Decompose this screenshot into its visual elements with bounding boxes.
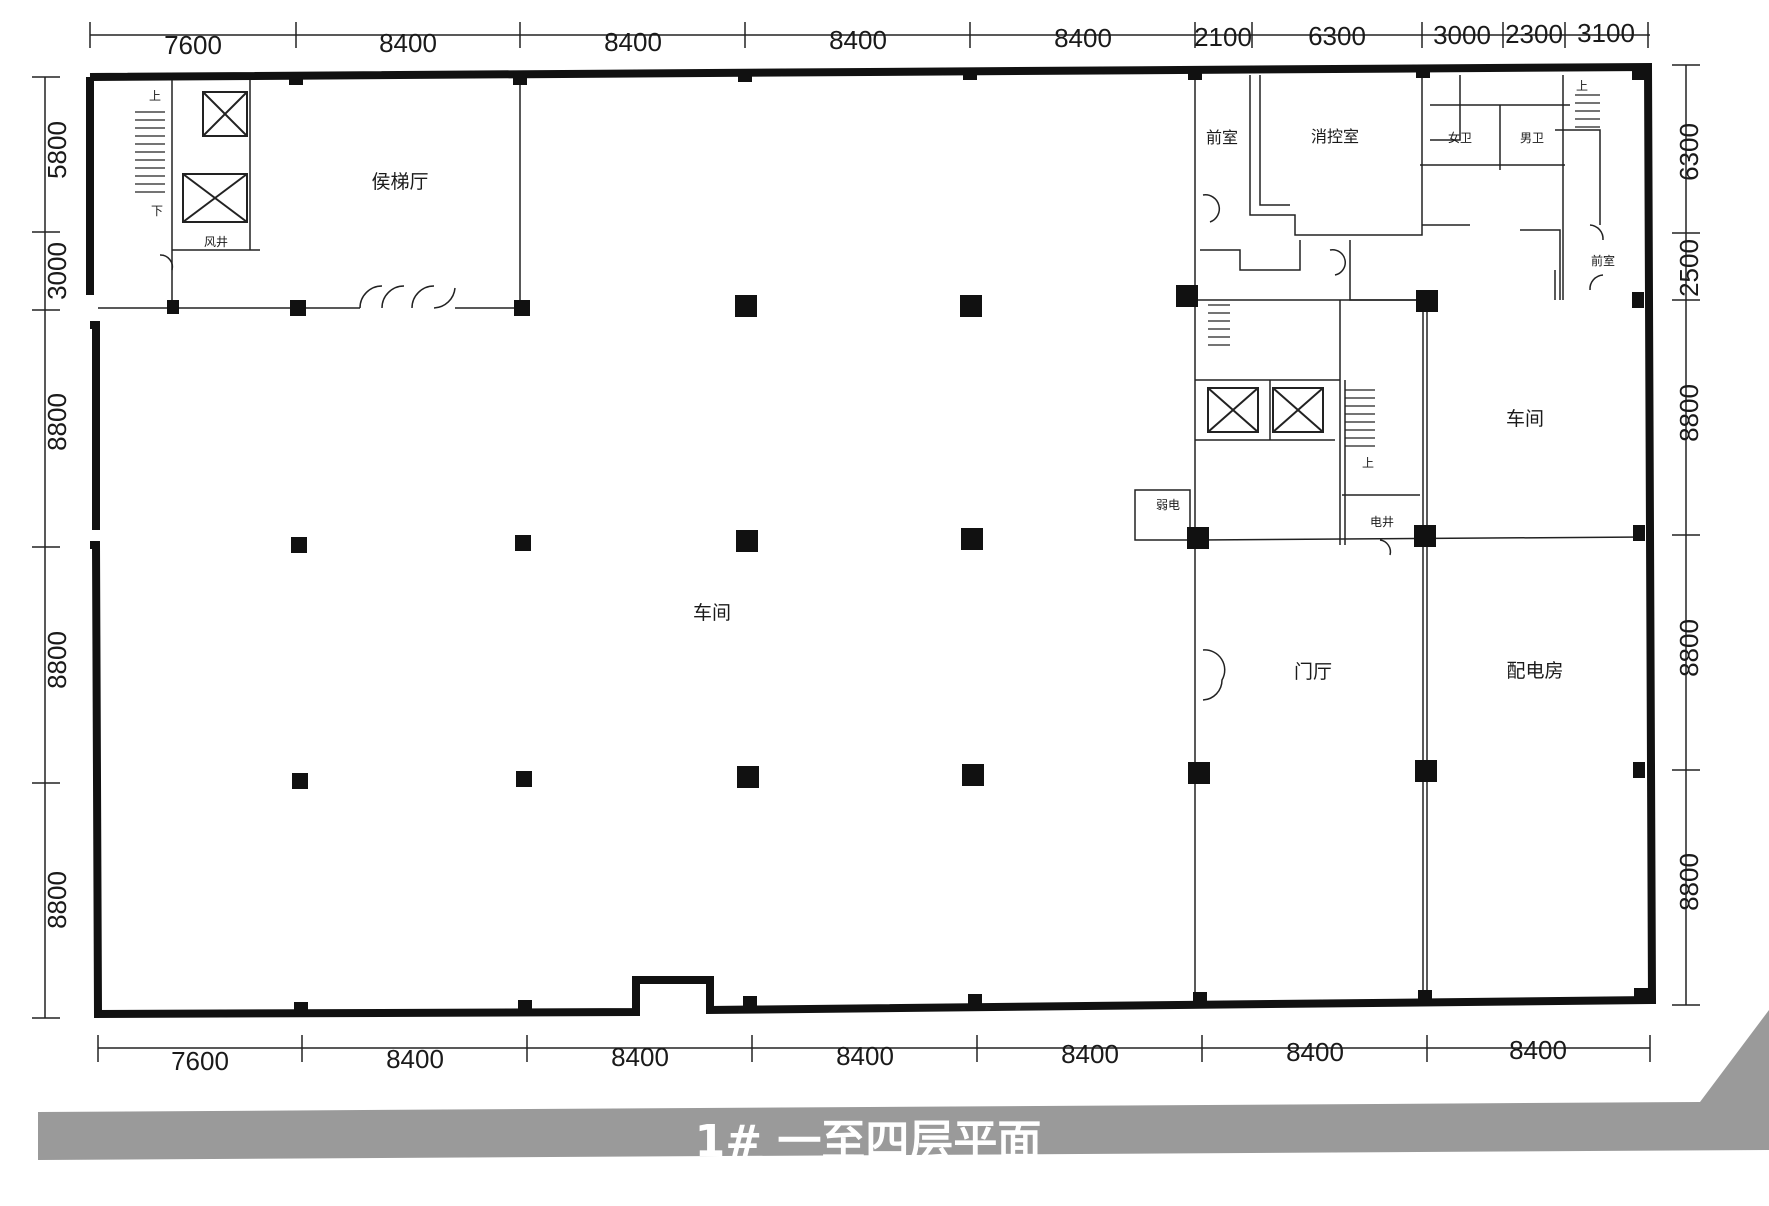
dim-top-1: 7600 — [164, 30, 222, 60]
room-electric-shaft: 电井 — [1370, 515, 1394, 529]
dim-bottom-5: 8400 — [1061, 1039, 1119, 1069]
dim-left-5: 8800 — [42, 871, 72, 929]
dim-bottom-3: 8400 — [611, 1042, 669, 1072]
dim-top-3: 8400 — [604, 27, 662, 57]
elevators — [182, 91, 1324, 433]
room-air-shaft: 风井 — [204, 235, 228, 249]
title-banner — [38, 1010, 1769, 1160]
room-lift-lobby: 侯梯厅 — [371, 171, 428, 193]
dim-top-5: 8400 — [1054, 23, 1112, 53]
stair-down-label-1: 下 — [151, 204, 163, 218]
stair-up-label-1: 上 — [149, 89, 161, 103]
stair-up-label-2: 上 — [1362, 456, 1374, 470]
dim-top-8: 3000 — [1433, 20, 1491, 50]
stairs — [135, 94, 1600, 447]
plan-title: 1# 一至四层平面 — [695, 1116, 1042, 1167]
room-weak-current: 弱电 — [1156, 498, 1180, 512]
dim-top-4: 8400 — [829, 25, 887, 55]
dim-top-10: 3100 — [1577, 18, 1635, 48]
dim-left-4: 8800 — [42, 631, 72, 689]
room-front-room-2: 前室 — [1591, 253, 1615, 268]
dim-top-9: 2300 — [1505, 19, 1563, 49]
stair-up-label-3: 上 — [1576, 79, 1588, 93]
dim-bottom-4: 8400 — [836, 1041, 894, 1071]
room-power-room: 配电房 — [1506, 660, 1563, 682]
dim-bottom-1: 7600 — [171, 1046, 229, 1076]
dim-right-1: 6300 — [1674, 123, 1704, 181]
dim-left-1: 5800 — [42, 121, 72, 179]
dim-right-2: 2500 — [1674, 239, 1704, 297]
dim-bottom-6: 8400 — [1286, 1037, 1344, 1067]
room-workshop-main: 车间 — [693, 602, 731, 624]
doors — [159, 194, 1604, 701]
room-mens-wc: 男卫 — [1520, 131, 1544, 145]
dim-right-4: 8800 — [1674, 619, 1704, 677]
dim-right-3: 8800 — [1674, 384, 1704, 442]
room-entrance-hall: 门厅 — [1294, 661, 1332, 683]
dimension-lines — [32, 22, 1700, 1062]
room-front-room-1: 前室 — [1206, 128, 1238, 147]
outer-walls — [86, 62, 1657, 1019]
dim-top-6: 2100 — [1194, 22, 1252, 52]
dim-bottom-2: 8400 — [386, 1044, 444, 1074]
dim-top-2: 8400 — [379, 28, 437, 58]
dim-top-7: 6300 — [1308, 21, 1366, 51]
room-workshop-right: 车间 — [1506, 408, 1544, 430]
columns — [167, 68, 1648, 1012]
dim-bottom-7: 8400 — [1509, 1035, 1567, 1065]
dim-left-3: 8800 — [42, 393, 72, 451]
dim-left-2: 3000 — [42, 242, 72, 300]
room-fire-control: 消控室 — [1311, 127, 1359, 146]
room-womens-wc: 女卫 — [1448, 130, 1472, 145]
dim-right-5: 8800 — [1674, 853, 1704, 911]
interior-walls — [98, 72, 1646, 1000]
